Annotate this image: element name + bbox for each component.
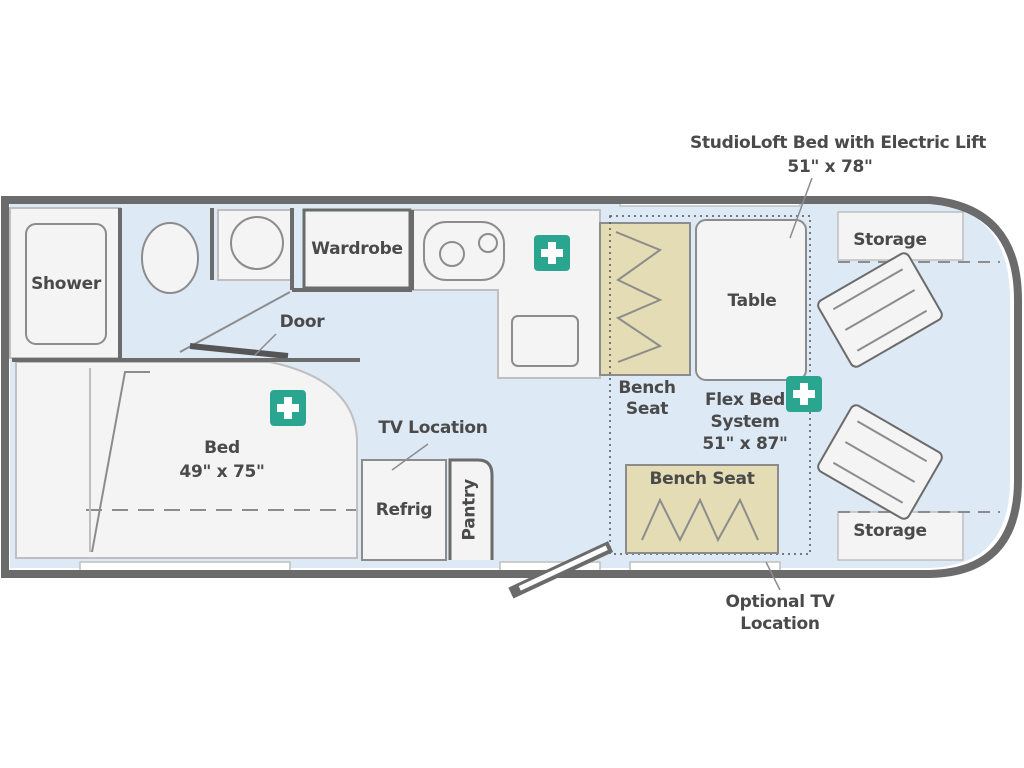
- wardrobe-label: Wardrobe: [311, 239, 403, 259]
- first-aid-icon: [534, 235, 570, 271]
- bench-seat-lower-label: Bench Seat: [649, 469, 755, 489]
- tv-location-label: TV Location: [378, 418, 488, 438]
- flex-bed-size: 51" x 87": [702, 434, 788, 454]
- storage-front-top: [837, 211, 964, 261]
- bath-sink: [230, 216, 284, 270]
- interior-walls: [12, 208, 414, 362]
- flex-bed-label-line1: Flex Bed: [704, 390, 786, 410]
- storage-top-label: Storage: [853, 230, 927, 250]
- door-label: Door: [279, 312, 325, 332]
- bed-label: Bed: [204, 438, 240, 458]
- table-label: Table: [727, 291, 777, 311]
- optional-tv-label-line1: Optional TV: [725, 592, 835, 612]
- table: [695, 219, 807, 381]
- rear-bed: [15, 361, 358, 559]
- cab-seat-driver: [817, 252, 943, 368]
- first-aid-icon: [786, 376, 822, 412]
- bed-size: 49" x 75": [179, 462, 265, 482]
- toilet: [141, 222, 199, 294]
- bench-seat-label-line2: Seat: [625, 399, 669, 419]
- cab-seat-passenger: [817, 404, 943, 520]
- optional-tv-label-line2: Location: [740, 614, 820, 634]
- storage-front-bottom: [837, 511, 964, 561]
- shower-pan: [25, 223, 107, 345]
- refrig-label: Refrig: [375, 500, 433, 520]
- galley-sink: [511, 315, 579, 367]
- pantry: [448, 458, 494, 560]
- outer-wall: [1, 196, 1022, 578]
- bench-seat-label-line1: Bench: [618, 378, 676, 398]
- storage-bottom-label: Storage: [853, 521, 927, 541]
- studioloft-title: StudioLoft Bed with Electric Lift: [690, 133, 987, 153]
- flex-bed-label-line2: System: [710, 412, 780, 432]
- shower-label: Shower: [31, 274, 101, 294]
- refrigerator: [361, 459, 447, 561]
- first-aid-icon: [270, 390, 306, 426]
- bench-seat-upper: [599, 222, 691, 376]
- studioloft-size: 51" x 78": [787, 157, 873, 177]
- pantry-label: Pantry: [459, 479, 480, 541]
- bench-seat-lower: [625, 464, 779, 554]
